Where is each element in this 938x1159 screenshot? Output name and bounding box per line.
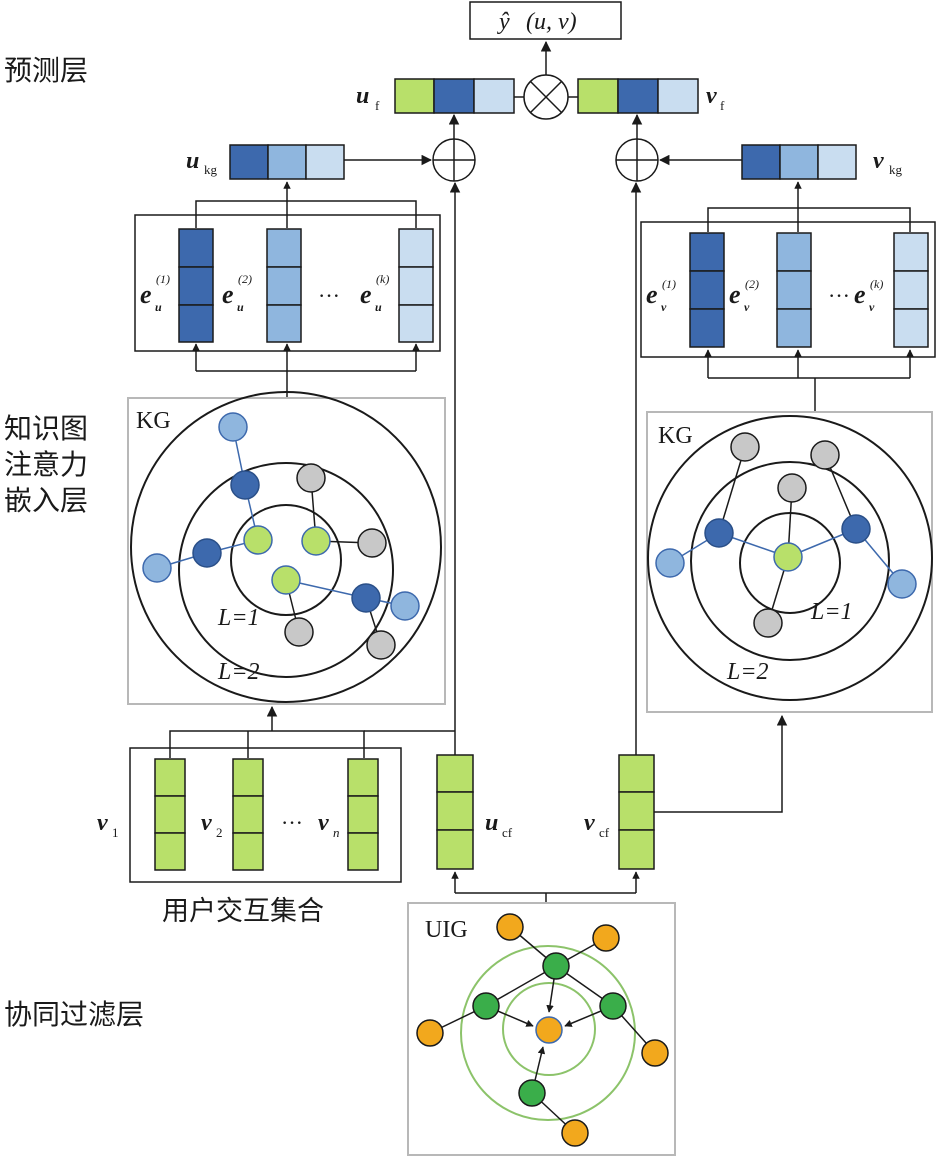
- output-yhat: ŷ: [497, 9, 510, 35]
- uig-graph: [416, 913, 669, 1147]
- v-f-vector: [577, 78, 699, 114]
- multiply-operator: [523, 74, 569, 120]
- ev1-sub: v: [661, 300, 667, 314]
- euk-vector: [398, 228, 434, 343]
- plus-operator-left: [432, 138, 476, 182]
- v-kg-label: v: [873, 148, 884, 174]
- eu2-sub: u: [237, 300, 244, 314]
- v-cf-sub: cf: [599, 825, 610, 840]
- v2-sub: 2: [216, 825, 223, 840]
- u-kg-sub: kg: [204, 162, 218, 177]
- ev2-label: e: [729, 280, 741, 309]
- user-kg-panel: [127, 397, 446, 705]
- euk-sub: u: [375, 300, 382, 314]
- ev2-vector: [776, 232, 812, 348]
- v2-vector: [232, 758, 264, 871]
- ev2-sub: v: [744, 300, 750, 314]
- user-kg-l1: L=1: [217, 605, 260, 631]
- u-cf-vector: [436, 754, 474, 870]
- item-kg-l2: L=2: [726, 659, 769, 685]
- evk-sub: v: [869, 300, 875, 314]
- vn-sub: n: [333, 825, 340, 840]
- user-kg-l2: L=2: [217, 659, 260, 685]
- v-cf-vector: [618, 754, 655, 870]
- uig-title: UIG: [425, 917, 468, 943]
- user-kg-title: KG: [136, 408, 171, 434]
- u-cf-sub: cf: [502, 825, 513, 840]
- v-kg-sub: kg: [889, 162, 903, 177]
- plus-operator-right: [615, 138, 659, 182]
- user-kg-graph: [142, 412, 420, 660]
- euk-sup: (k): [376, 272, 389, 286]
- v-kg-vector: [741, 144, 857, 180]
- output-args: (u, v): [526, 9, 577, 35]
- interaction-set-box: [129, 747, 402, 883]
- v-f-label: v: [706, 83, 717, 109]
- interaction-set-caption: 用户交互集合: [162, 896, 324, 927]
- u-f-sub: f: [375, 98, 380, 113]
- ev-ellipsis: ···: [828, 283, 850, 308]
- eu1-sup: (1): [156, 272, 170, 286]
- evk-label: e: [854, 280, 866, 309]
- u-f-label: u: [356, 83, 369, 109]
- evk-vector: [893, 232, 929, 348]
- eu2-vector: [266, 228, 302, 343]
- item-kg-graph: [655, 432, 917, 638]
- u-f-vector: [394, 78, 515, 114]
- u-kg-label: u: [186, 148, 199, 174]
- eu2-sup: (2): [238, 272, 252, 286]
- vn-label: v: [318, 810, 329, 836]
- euk-label: e: [360, 280, 372, 309]
- item-kg-embeddings-box: [640, 221, 936, 358]
- u-kg-vector: [229, 144, 345, 180]
- ev1-label: e: [646, 280, 658, 309]
- eu1-vector: [178, 228, 214, 343]
- eu-ellipsis: ···: [318, 283, 340, 308]
- eu1-label: e: [140, 280, 152, 309]
- ev1-sup: (1): [662, 277, 676, 291]
- v-f-sub: f: [720, 98, 725, 113]
- kg-layer-label-line3: 嵌入层: [4, 484, 88, 517]
- item-kg-l1: L=1: [810, 599, 853, 625]
- v2-label: v: [201, 810, 212, 836]
- kg-layer-label-line1: 知识图: [4, 412, 88, 445]
- output-box: [469, 1, 622, 40]
- ev1-vector: [689, 232, 725, 348]
- eu2-label: e: [222, 280, 234, 309]
- v1-label: v: [97, 810, 108, 836]
- kg-layer-label-line2: 注意力: [4, 448, 88, 481]
- u-cf-label: u: [485, 810, 498, 836]
- v-ellipsis: ···: [281, 810, 303, 835]
- v1-sub: 1: [112, 825, 119, 840]
- prediction-layer-label: 预测层: [4, 54, 88, 87]
- v-cf-label: v: [584, 810, 595, 836]
- v1-vector: [154, 758, 186, 871]
- ev2-sup: (2): [745, 277, 759, 291]
- eu1-sub: u: [155, 300, 162, 314]
- cf-layer-label: 协同过滤层: [4, 998, 144, 1031]
- item-kg-title: KG: [658, 423, 693, 449]
- vn-vector: [347, 758, 379, 871]
- evk-sup: (k): [870, 277, 883, 291]
